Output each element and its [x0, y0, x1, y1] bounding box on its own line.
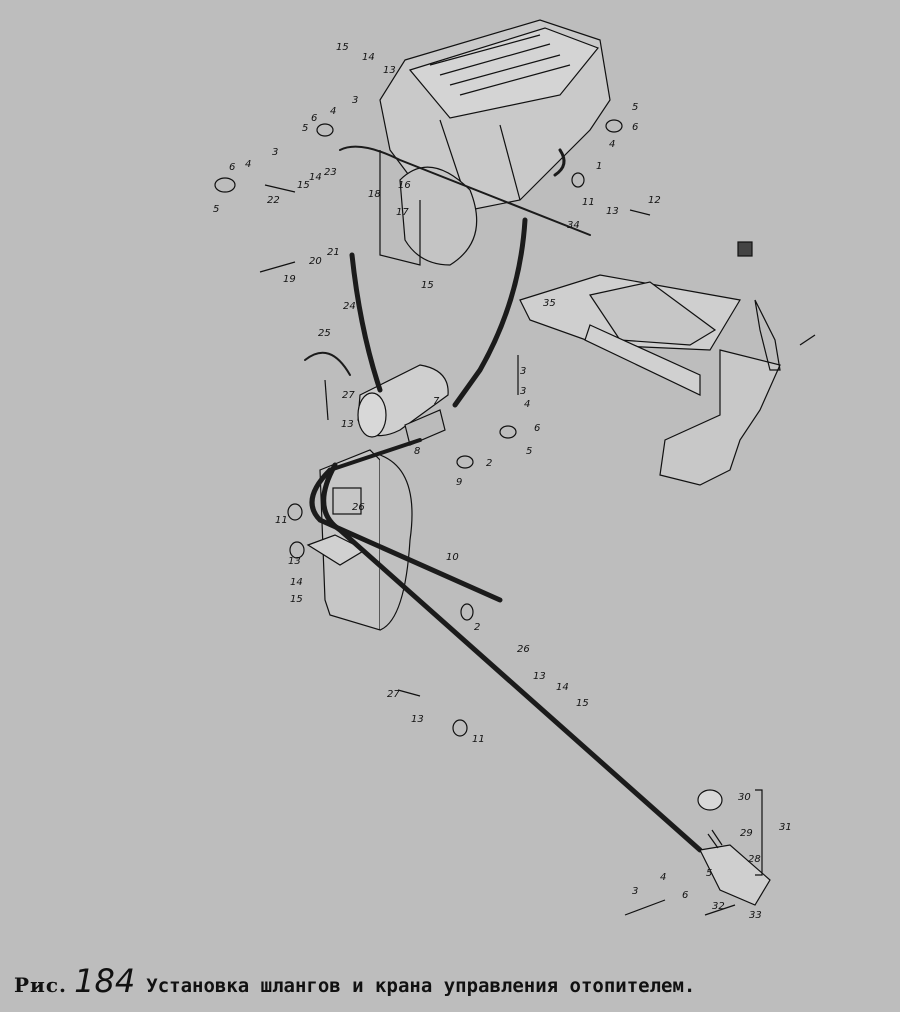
callout-3: 3: [520, 366, 526, 377]
callout-5: 5: [213, 204, 219, 215]
callout-4: 4: [660, 872, 666, 883]
callout-24: 24: [343, 301, 356, 312]
callout-6: 6: [632, 122, 638, 133]
callout-18: 18: [368, 189, 381, 200]
callout-15: 15: [290, 594, 303, 605]
fasteners: [214, 119, 816, 916]
callout-31: 31: [779, 822, 792, 833]
callout-35: 35: [543, 298, 556, 309]
callout-23: 23: [324, 167, 337, 178]
callout-34: 34: [567, 220, 580, 231]
callout-6: 6: [311, 113, 317, 124]
callout-2: 2: [474, 622, 480, 633]
callout-7: 7: [433, 396, 440, 407]
callout-21: 21: [327, 247, 340, 258]
callout-17: 17: [396, 207, 409, 218]
figure-title: Установка шлангов и крана управления ото…: [146, 975, 696, 997]
callout-33: 33: [749, 910, 762, 921]
callout-26: 26: [352, 502, 365, 513]
callout-5: 5: [302, 123, 308, 134]
callout-13: 13: [533, 671, 546, 682]
callout-14: 14: [362, 52, 375, 63]
callout-13: 13: [383, 65, 396, 76]
callout-5: 5: [632, 102, 638, 113]
callout-27: 27: [342, 390, 355, 401]
callout-29: 29: [740, 828, 753, 839]
callout-16: 16: [398, 180, 411, 191]
callout-5: 5: [526, 446, 532, 457]
callout-15: 15: [576, 698, 589, 709]
callout-4: 4: [330, 106, 336, 117]
callout-4: 4: [609, 139, 615, 150]
callout-11: 11: [472, 734, 485, 745]
callout-2: 2: [486, 458, 492, 469]
figure-prefix: Рис.: [14, 973, 68, 997]
callout-4: 4: [524, 399, 530, 410]
heater-housing: [379, 19, 611, 266]
callout-13: 13: [606, 206, 619, 217]
callout-8: 8: [414, 446, 420, 457]
callout-13: 13: [411, 714, 424, 725]
callout-6: 6: [229, 162, 235, 173]
callout-11: 11: [275, 515, 288, 526]
callout-10: 10: [446, 552, 459, 563]
callout-13: 13: [341, 419, 354, 430]
callout-15: 15: [297, 180, 310, 191]
callout-26: 26: [517, 644, 530, 655]
callout-3: 3: [520, 386, 526, 397]
callout-12: 12: [648, 195, 661, 206]
callout-20: 20: [309, 256, 322, 267]
figure-number: 184: [74, 962, 136, 1000]
heater-hose-diagram: 1223333344444555556666678910111111121313…: [213, 19, 816, 921]
callout-15: 15: [336, 42, 349, 53]
callout-labels: 1223333344444555556666678910111111121313…: [213, 42, 792, 921]
figure-caption: Рис. 184 Установка шлангов и крана управ…: [14, 962, 894, 1008]
callout-1: 1: [596, 161, 602, 172]
callout-5: 5: [706, 868, 712, 879]
callout-3: 3: [632, 886, 638, 897]
callout-28: 28: [748, 854, 761, 865]
callout-25: 25: [318, 328, 331, 339]
callout-6: 6: [682, 890, 688, 901]
callout-4: 4: [245, 159, 251, 170]
callout-27: 27: [387, 689, 400, 700]
callout-9: 9: [456, 477, 462, 488]
callout-3: 3: [352, 95, 358, 106]
callout-14: 14: [556, 682, 569, 693]
callout-14: 14: [309, 172, 322, 183]
callout-22: 22: [267, 195, 280, 206]
callout-15: 15: [421, 280, 434, 291]
callout-13: 13: [288, 556, 301, 567]
callout-32: 32: [712, 901, 725, 912]
callout-3: 3: [272, 147, 278, 158]
callout-14: 14: [290, 577, 303, 588]
hoses: [304, 145, 703, 853]
control-valve: [357, 364, 449, 446]
callout-6: 6: [534, 423, 540, 434]
control-panel: [519, 241, 781, 486]
tap-assembly: [697, 789, 771, 906]
callout-19: 19: [283, 274, 296, 285]
callout-11: 11: [582, 197, 595, 208]
callout-30: 30: [738, 792, 751, 803]
